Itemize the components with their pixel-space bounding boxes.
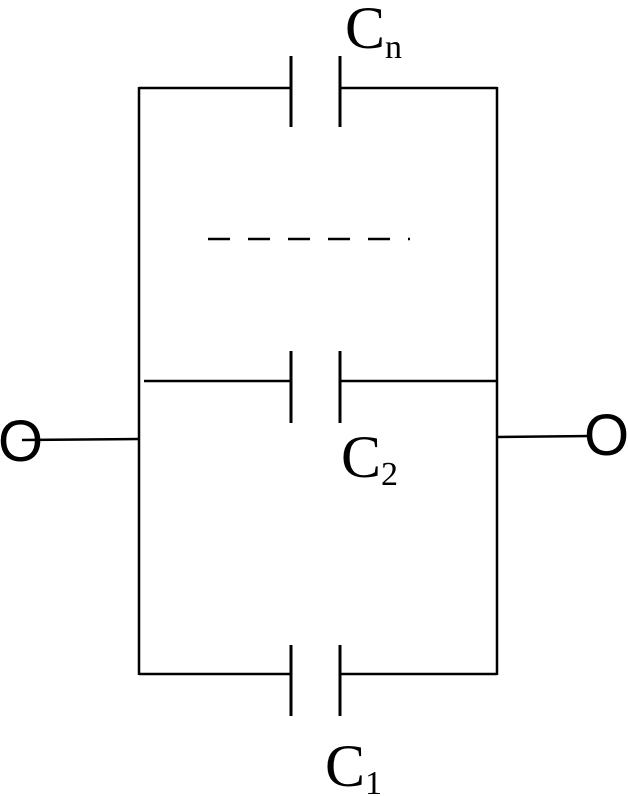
label-c1: C1 [325, 733, 382, 796]
right-terminal: O [584, 403, 628, 468]
label-c2: C2 [341, 424, 398, 493]
label-c1-main: C [325, 733, 365, 796]
label-cn-sub: n [385, 29, 402, 66]
label-c2-sub: 2 [381, 456, 398, 493]
right-terminal-wire [496, 434, 593, 439]
capacitor-c1-branch [139, 645, 497, 716]
capacitor-cn-branch [139, 56, 497, 127]
label-c1-sub: 1 [365, 765, 382, 796]
left-terminal: O [0, 409, 43, 474]
label-c2-main: C [341, 424, 381, 490]
left-terminal-wire [21, 437, 140, 442]
label-cn-main: C [345, 0, 385, 61]
capacitor-c2-branch [144, 351, 497, 423]
label-cn: Cn [345, 0, 402, 66]
